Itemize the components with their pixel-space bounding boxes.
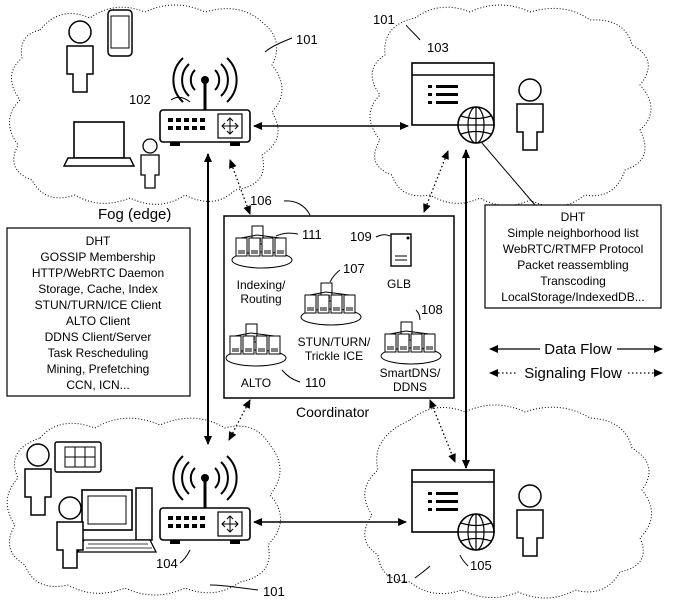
ref-106: 106 <box>250 193 272 208</box>
ref-110: 110 <box>305 375 326 390</box>
router-icon-top <box>158 56 252 148</box>
signaling-arrow-router-bottom <box>228 399 251 441</box>
legend-data-flow-label: Data Flow <box>544 341 612 358</box>
indexing-label-1: Indexing/ <box>237 278 286 292</box>
user-top-right <box>516 78 544 151</box>
ref-leader-101-tl <box>264 37 293 53</box>
fog-feature-line: HTTP/WebRTC Daemon <box>32 266 164 280</box>
glb-label: GLB <box>387 277 411 291</box>
ref-101-bottom-right: 101 <box>386 571 408 586</box>
fog-node-feature-list: DHT GOSSIP Membership HTTP/WebRTC Daemon… <box>32 234 164 392</box>
ref-105: 105 <box>470 558 492 573</box>
user-bottom-right <box>516 484 544 557</box>
alto-label: ALTO <box>241 376 271 390</box>
ref-101-bottom-left: 101 <box>263 584 285 599</box>
leader-right-box <box>481 142 536 206</box>
ref-leader-105 <box>459 554 469 567</box>
browser-feature-line: LocalStorage/IndexedDB... <box>501 290 644 304</box>
router-icon-bottom <box>158 454 252 546</box>
fog-edge-label: Fog (edge) <box>98 206 171 223</box>
fog-feature-line: STUN/TURN/ICE Client <box>35 298 162 312</box>
fog-feature-line: Mining, Prefetching <box>47 362 150 376</box>
ref-leader-109 <box>375 234 391 238</box>
smartdns-label-2: DDNS <box>393 380 427 394</box>
signaling-arrow-browser-bottom <box>429 399 456 463</box>
browser-feature-box <box>484 204 662 309</box>
ref-111: 111 <box>302 227 322 242</box>
ref-leader-101-br <box>414 565 431 579</box>
ref-102: 102 <box>129 92 151 107</box>
browser-feature-list: DHT Simple neighborhood list WebRTC/RTMF… <box>501 210 644 304</box>
ref-leader-106 <box>283 200 311 216</box>
coordinator-label: Coordinator <box>296 404 369 420</box>
ref-leader-101-tr <box>405 24 421 41</box>
laptop-icon <box>62 121 136 167</box>
cloud-bottom-right <box>364 404 652 599</box>
ref-101-top-left: 101 <box>296 32 318 47</box>
browser-feature-line: Packet reassembling <box>517 258 628 272</box>
ref-101-top-right: 101 <box>373 12 395 27</box>
globe-icon-top <box>457 106 495 144</box>
ref-leader-111 <box>275 232 299 237</box>
fog-feature-line: DHT <box>86 234 111 248</box>
signaling-arrow-browser-top <box>423 150 449 213</box>
ref-109: 109 <box>350 229 372 244</box>
browser-feature-line: Transcoding <box>540 274 606 288</box>
stun-label-1: STUN/TURN/ <box>298 335 371 349</box>
signaling-arrow-router-top <box>229 159 251 215</box>
cloud-top-left <box>9 4 283 205</box>
smartdns-label-1: SmartDNS/ <box>380 366 441 380</box>
indexing-label-2: Routing <box>240 292 281 306</box>
desktop-computer-icon <box>76 487 158 553</box>
ref-leader-108 <box>415 309 421 321</box>
ref-leader-110 <box>281 369 301 383</box>
browser-feature-line: Simple neighborhood list <box>507 226 639 240</box>
ref-leader-101-bl <box>209 584 259 591</box>
ref-leader-102 <box>170 96 191 103</box>
fog-feature-line: ALTO Client <box>66 314 131 328</box>
browser-feature-line: DHT <box>561 210 586 224</box>
legend-signaling-flow-label: Signaling Flow <box>524 365 622 382</box>
ref-103: 103 <box>427 40 449 55</box>
ref-leader-104 <box>179 549 191 564</box>
legend: Data Flow Signaling Flow <box>489 341 663 382</box>
browser-feature-line: WebRTC/RTMFP Protocol <box>503 242 643 256</box>
ref-107: 107 <box>343 261 365 276</box>
glb-server-icon <box>390 233 412 267</box>
fog-feature-line: Storage, Cache, Index <box>38 282 157 296</box>
globe-icon-bottom <box>457 513 495 551</box>
user-small <box>140 138 160 189</box>
stun-label-2: Trickle ICE <box>305 349 363 363</box>
user-with-phone <box>66 9 133 93</box>
ref-104: 104 <box>156 556 178 571</box>
user-bottom-left <box>56 496 84 569</box>
fog-feature-line: GOSSIP Membership <box>40 250 155 264</box>
fog-feature-line: DDNS Client/Server <box>45 330 152 344</box>
fog-feature-line: CCN, ICN... <box>66 378 129 392</box>
fog-feature-line: Task Rescheduling <box>48 346 149 360</box>
ref-leader-107 <box>329 269 341 283</box>
ref-108: 108 <box>421 302 443 317</box>
user-with-tablet <box>24 441 102 516</box>
fog-node-feature-box <box>6 227 191 397</box>
